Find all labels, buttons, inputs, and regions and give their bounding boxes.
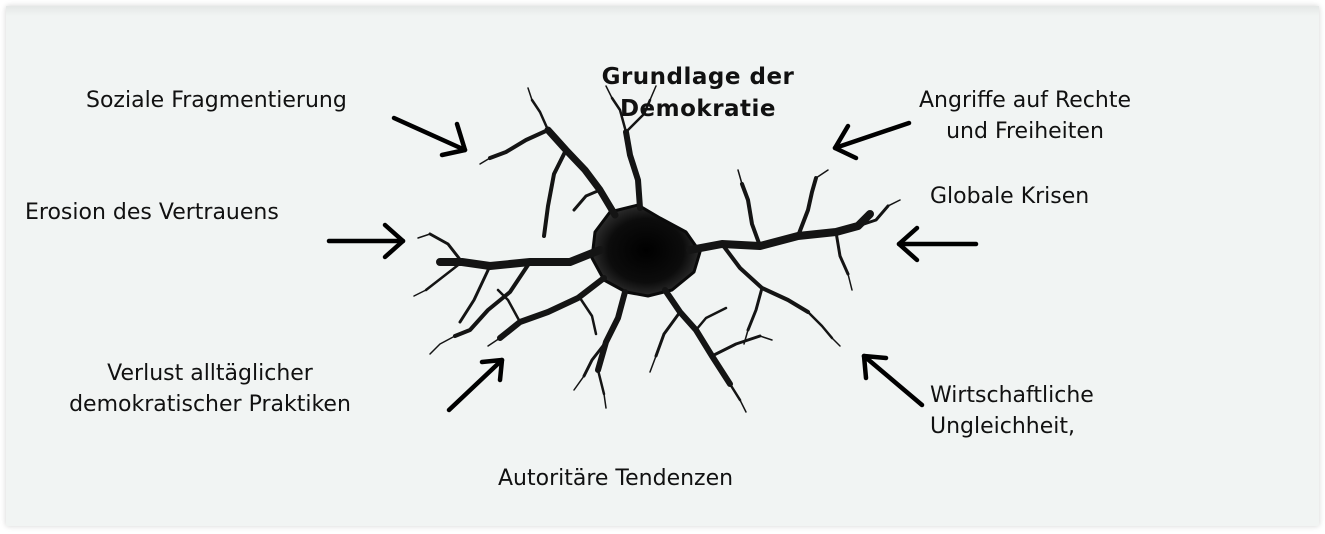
label-authoritarian-tendencies: Autoritäre Tendenzen [498,463,733,494]
label-global-crises: Globale Krisen [930,181,1089,212]
arrow-icon-social-fragmentation [394,118,465,155]
label-loss-of-practices-line2: demokratischer Praktiken [30,389,390,420]
label-loss-of-practices-line1: Verlust alltäglicher [30,358,390,389]
core-label-line1: Grundlage der [548,61,848,93]
core-label: Grundlage der Demokratie [548,61,848,125]
arrow-icon-loss-of-practices [449,360,502,410]
label-attacks-on-rights: Angriffe auf Rechte und Freiheiten [905,85,1145,147]
label-economic-inequality-line2: Ungleichheit, [930,411,1094,442]
label-attacks-on-rights-line2: und Freiheiten [905,116,1145,147]
arrow-icon-attacks-on-rights [835,123,909,158]
arrow-icon-economic-inequality [864,356,922,405]
label-economic-inequality: Wirtschaftliche Ungleichheit, [930,380,1094,442]
arrow-icon-global-crises [899,228,976,260]
arrow-icon-erosion-of-trust [329,225,403,257]
label-loss-of-practices: Verlust alltäglicher demokratischer Prak… [30,358,390,420]
core-label-line2: Demokratie [548,93,848,125]
label-erosion-of-trust: Erosion des Vertrauens [25,197,279,228]
label-attacks-on-rights-line1: Angriffe auf Rechte [905,85,1145,116]
label-economic-inequality-line1: Wirtschaftliche [930,380,1094,411]
label-social-fragmentation: Soziale Fragmentierung [86,85,347,116]
